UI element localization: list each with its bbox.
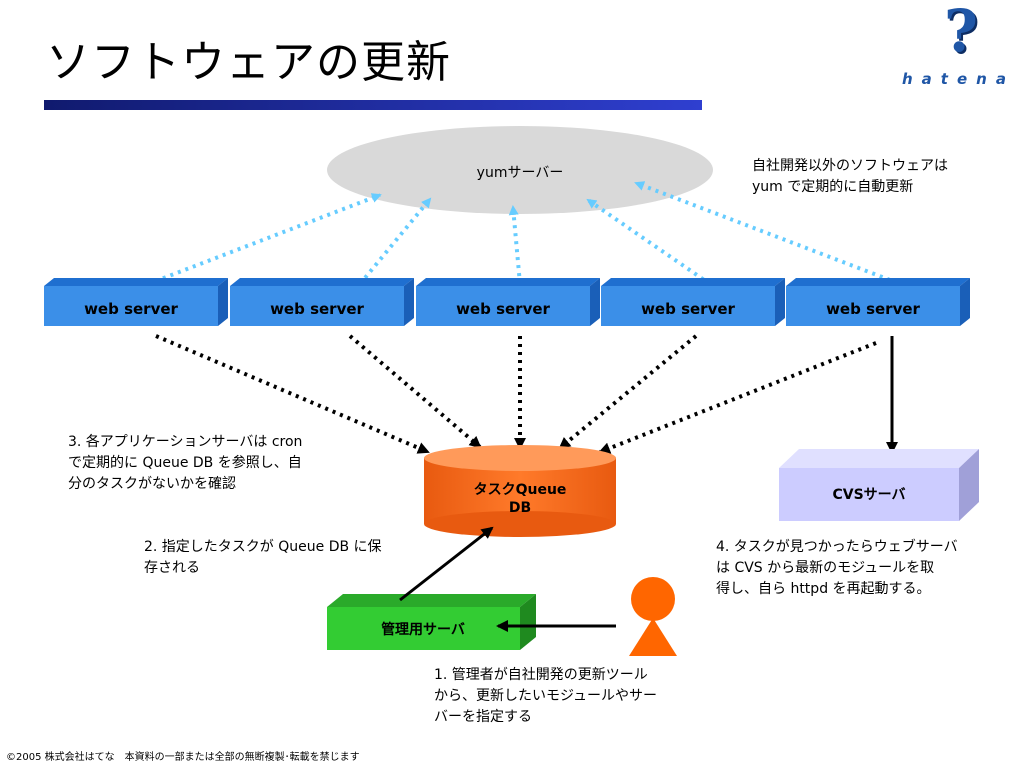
question-mark-icon: ? xyxy=(944,0,978,65)
page-title: ソフトウェアの更新 xyxy=(46,37,451,88)
step2-note: 2. 指定したタスクが Queue DB に保 存される xyxy=(144,539,382,576)
queue-arrow-2 xyxy=(348,334,482,449)
cvs-server-label: CVSサーバ xyxy=(832,487,905,503)
web-server-1: web server xyxy=(44,278,228,326)
queue-db: タスクQueue DB xyxy=(424,445,616,537)
queue-check-arrows xyxy=(155,334,877,454)
admin-server: 管理用サーバ xyxy=(327,594,536,650)
yum-update-arrows xyxy=(147,181,891,286)
cvs-server: CVSサーバ xyxy=(779,449,979,521)
web-server-2: web server xyxy=(230,278,414,326)
web-server-5: web server xyxy=(786,278,970,326)
web-server-1-label: web server xyxy=(84,300,178,318)
web-server-4-label: web server xyxy=(641,300,735,318)
yum-arrow-5 xyxy=(634,181,891,282)
yum-server-label: yumサーバー xyxy=(477,165,564,181)
web-server-3-label: web server xyxy=(456,300,550,318)
queue-arrow-5 xyxy=(598,341,877,454)
copyright-footer: ©2005 株式会社はてな 本資料の一部または全部の無断複製･転載を禁じます xyxy=(6,752,360,763)
yum-note: 自社開発以外のソフトウェアは yum で定期的に自動更新 xyxy=(752,158,948,195)
hatena-logo: ? hatena xyxy=(896,2,1022,90)
title-underline xyxy=(44,100,702,110)
web-server-3: web server xyxy=(416,278,600,326)
step1-note: 1. 管理者が自社開発の更新ツール から、更新したいモジュールやサー バーを指定… xyxy=(434,667,658,725)
queue-arrow-1 xyxy=(155,334,430,454)
yum-arrow-2 xyxy=(358,197,432,286)
logo-text: hatena xyxy=(902,70,1015,88)
yum-server xyxy=(327,126,713,214)
step3-note: 3. 各アプリケーションサーバは cron で定期的に Queue DB を参照… xyxy=(68,434,303,492)
administrator-icon xyxy=(629,577,677,656)
web-server-5-label: web server xyxy=(826,300,920,318)
queue-arrow-4 xyxy=(558,334,698,450)
web-server-2-label: web server xyxy=(270,300,364,318)
queue-db-label-line1: タスクQueue xyxy=(474,482,567,498)
queue-db-label-line2: DB xyxy=(509,500,531,516)
task-store-arrow xyxy=(399,526,494,602)
web-server-4: web server xyxy=(601,278,785,326)
yum-arrow-3 xyxy=(508,205,522,285)
yum-arrow-4 xyxy=(586,198,712,286)
admin-server-label: 管理用サーバ xyxy=(381,621,465,638)
step4-note: 4. タスクが見つかったらウェブサーバ は CVS から最新のモジュールを取 得… xyxy=(716,539,958,597)
yum-arrow-1 xyxy=(147,193,382,286)
